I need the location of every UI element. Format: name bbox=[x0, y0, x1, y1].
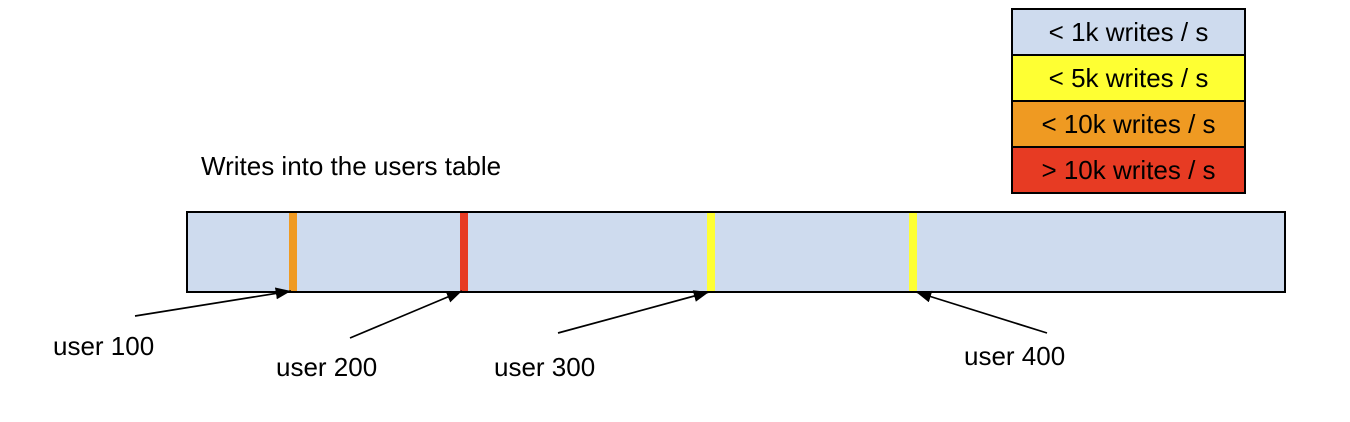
legend-item-label: < 5k writes / s bbox=[1048, 62, 1209, 93]
legend-item-lt-5k: < 5k writes / s bbox=[1011, 54, 1246, 102]
arrow-user-100 bbox=[134, 287, 292, 317]
legend-item-label: < 10k writes / s bbox=[1041, 108, 1216, 139]
label-user-100: user 100 bbox=[53, 331, 155, 361]
diagram-title: Writes into the users table bbox=[201, 151, 502, 181]
label-user-400: user 400 bbox=[964, 341, 1066, 371]
write-hotspot-stripe-user-400 bbox=[909, 213, 917, 291]
legend-item-label: < 1k writes / s bbox=[1048, 16, 1209, 47]
users-table-bar bbox=[186, 211, 1286, 293]
legend-item-label: > 10k writes / s bbox=[1041, 154, 1216, 185]
legend: < 1k writes / s < 5k writes / s < 10k wr… bbox=[1011, 8, 1246, 194]
legend-item-lt-1k: < 1k writes / s bbox=[1011, 8, 1246, 56]
write-hotspot-stripe-user-100 bbox=[289, 213, 297, 291]
label-user-200: user 200 bbox=[276, 352, 378, 382]
arrow-user-200 bbox=[349, 290, 463, 339]
arrow-user-300 bbox=[557, 290, 710, 334]
legend-item-lt-10k: < 10k writes / s bbox=[1011, 100, 1246, 148]
arrow-user-400 bbox=[915, 290, 1048, 334]
write-hotspot-stripe-user-200 bbox=[460, 213, 468, 291]
label-user-300: user 300 bbox=[494, 352, 596, 382]
write-hotspot-stripe-user-300 bbox=[707, 213, 715, 291]
legend-item-gt-10k: > 10k writes / s bbox=[1011, 146, 1246, 194]
